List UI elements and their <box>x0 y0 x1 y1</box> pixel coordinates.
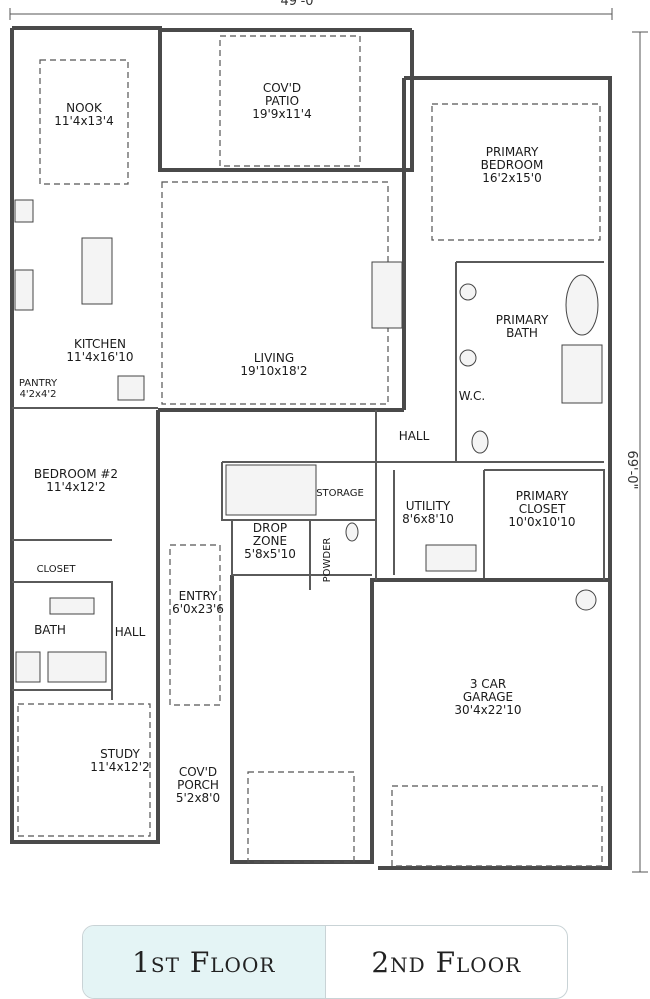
cooktop-icon <box>14 269 34 311</box>
room-label-powder: POWDER <box>322 538 333 583</box>
toilet-icon <box>345 522 359 542</box>
depth-dimension: 69'-0" <box>624 31 648 873</box>
room-label-wc: W.C. <box>459 389 486 403</box>
exterior-walls <box>10 26 612 870</box>
toilet-icon <box>471 430 489 454</box>
tab-2nd-floor[interactable]: 2nd Floor <box>371 945 522 979</box>
range-icon <box>14 199 34 223</box>
width-dimension: 49'-0" <box>9 0 613 20</box>
room-label-bath: BATH <box>34 623 66 637</box>
kitchen-island <box>81 237 113 305</box>
washer-dryer-icon <box>425 544 477 572</box>
stairs-icon <box>225 464 317 516</box>
tab-1st-floor[interactable]: 1st Floor <box>83 926 326 998</box>
fridge-icon <box>117 375 145 401</box>
vanity-icon <box>49 597 95 615</box>
room-label-hall-lower: HALL <box>115 625 146 639</box>
width-dimension-label: 49'-0" <box>280 0 319 9</box>
water-heater-icon <box>575 589 597 611</box>
room-label-hall-upper: HALL <box>399 429 430 443</box>
dashed-features <box>17 35 603 867</box>
fireplace-icon <box>371 261 403 329</box>
depth-dimension-label: 69'-0" <box>624 450 639 489</box>
floor-plan: 49'-0" 69'-0" <box>9 0 648 873</box>
room-label-storage: STORAGE <box>316 488 364 499</box>
linen-icon <box>15 651 41 683</box>
bathtub-icon <box>565 274 599 336</box>
room-label-closet: CLOSET <box>37 564 77 575</box>
floor-tabs: 1st Floor 2nd Floor <box>82 925 568 999</box>
sink-icon <box>459 349 477 367</box>
sink-icon <box>459 283 477 301</box>
interior-walls <box>12 261 605 700</box>
tub-icon <box>47 651 107 683</box>
shower-icon <box>561 344 603 404</box>
fixtures <box>14 199 603 683</box>
